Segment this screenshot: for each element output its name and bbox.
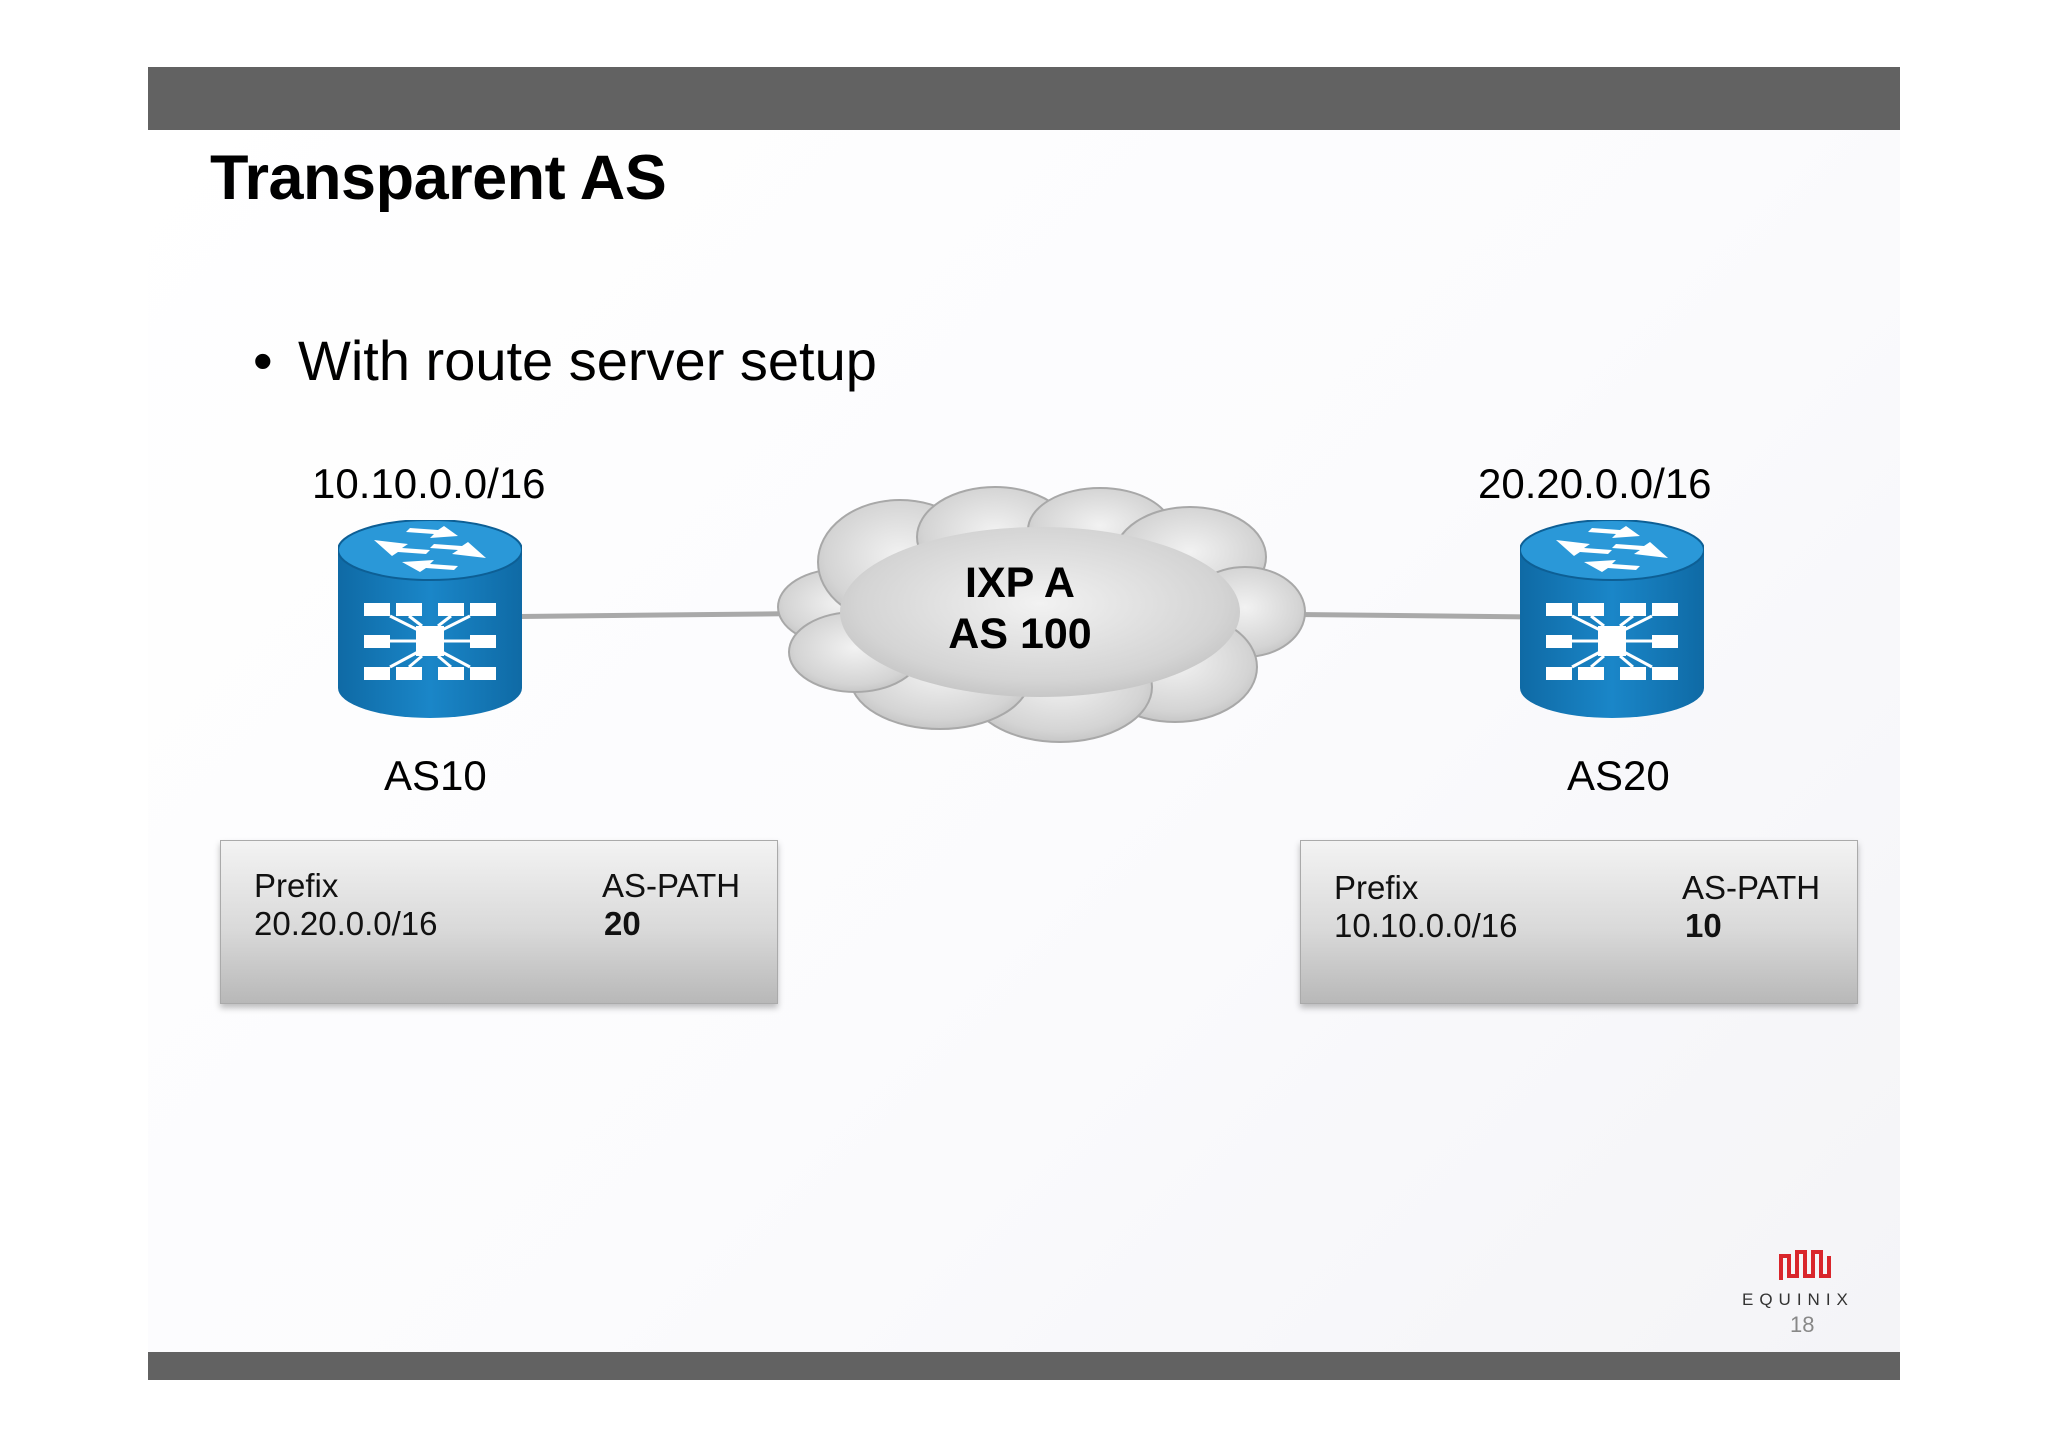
table-header-as-path: AS-PATH bbox=[602, 867, 741, 904]
table-header-prefix: Prefix bbox=[1334, 869, 1419, 906]
table-cell-as-path: 10 bbox=[1685, 907, 1722, 944]
equinix-logo-text: EQUINIX bbox=[1742, 1290, 1854, 1309]
page-number: 18 bbox=[1790, 1312, 1815, 1337]
table-header-as-path: AS-PATH bbox=[1682, 869, 1821, 906]
cloud-icon bbox=[777, 486, 1306, 743]
top-bar bbox=[148, 67, 1900, 130]
table-cell-prefix: 20.20.0.0/16 bbox=[254, 905, 438, 942]
slide-background bbox=[148, 130, 1900, 1352]
router-icon bbox=[1520, 520, 1704, 718]
table-cell-prefix: 10.10.0.0/16 bbox=[1334, 907, 1518, 944]
bullet-marker: • bbox=[253, 329, 273, 392]
ixp-as-number: AS 100 bbox=[948, 610, 1092, 658]
slide-title: Transparent AS bbox=[210, 143, 667, 213]
bottom-bar bbox=[148, 1352, 1900, 1380]
bullet-text: With route server setup bbox=[298, 329, 877, 392]
as10-label: AS10 bbox=[384, 752, 487, 799]
table-header-prefix: Prefix bbox=[254, 867, 339, 904]
router-icon bbox=[338, 520, 522, 718]
as20-prefix-label: 20.20.0.0/16 bbox=[1478, 460, 1712, 507]
ixp-label: IXP A AS 100 bbox=[870, 558, 1170, 660]
as20-label: AS20 bbox=[1567, 752, 1670, 799]
table-cell-as-path: 20 bbox=[604, 905, 641, 942]
as20-route-table: Prefix AS-PATH 10.10.0.0/16 10 bbox=[1300, 840, 1858, 1004]
as10-prefix-label: 10.10.0.0/16 bbox=[312, 460, 546, 507]
as10-route-table: Prefix AS-PATH 20.20.0.0/16 20 bbox=[220, 840, 778, 1004]
ixp-name: IXP A bbox=[965, 559, 1075, 607]
equinix-logo-icon bbox=[1779, 1250, 1831, 1280]
